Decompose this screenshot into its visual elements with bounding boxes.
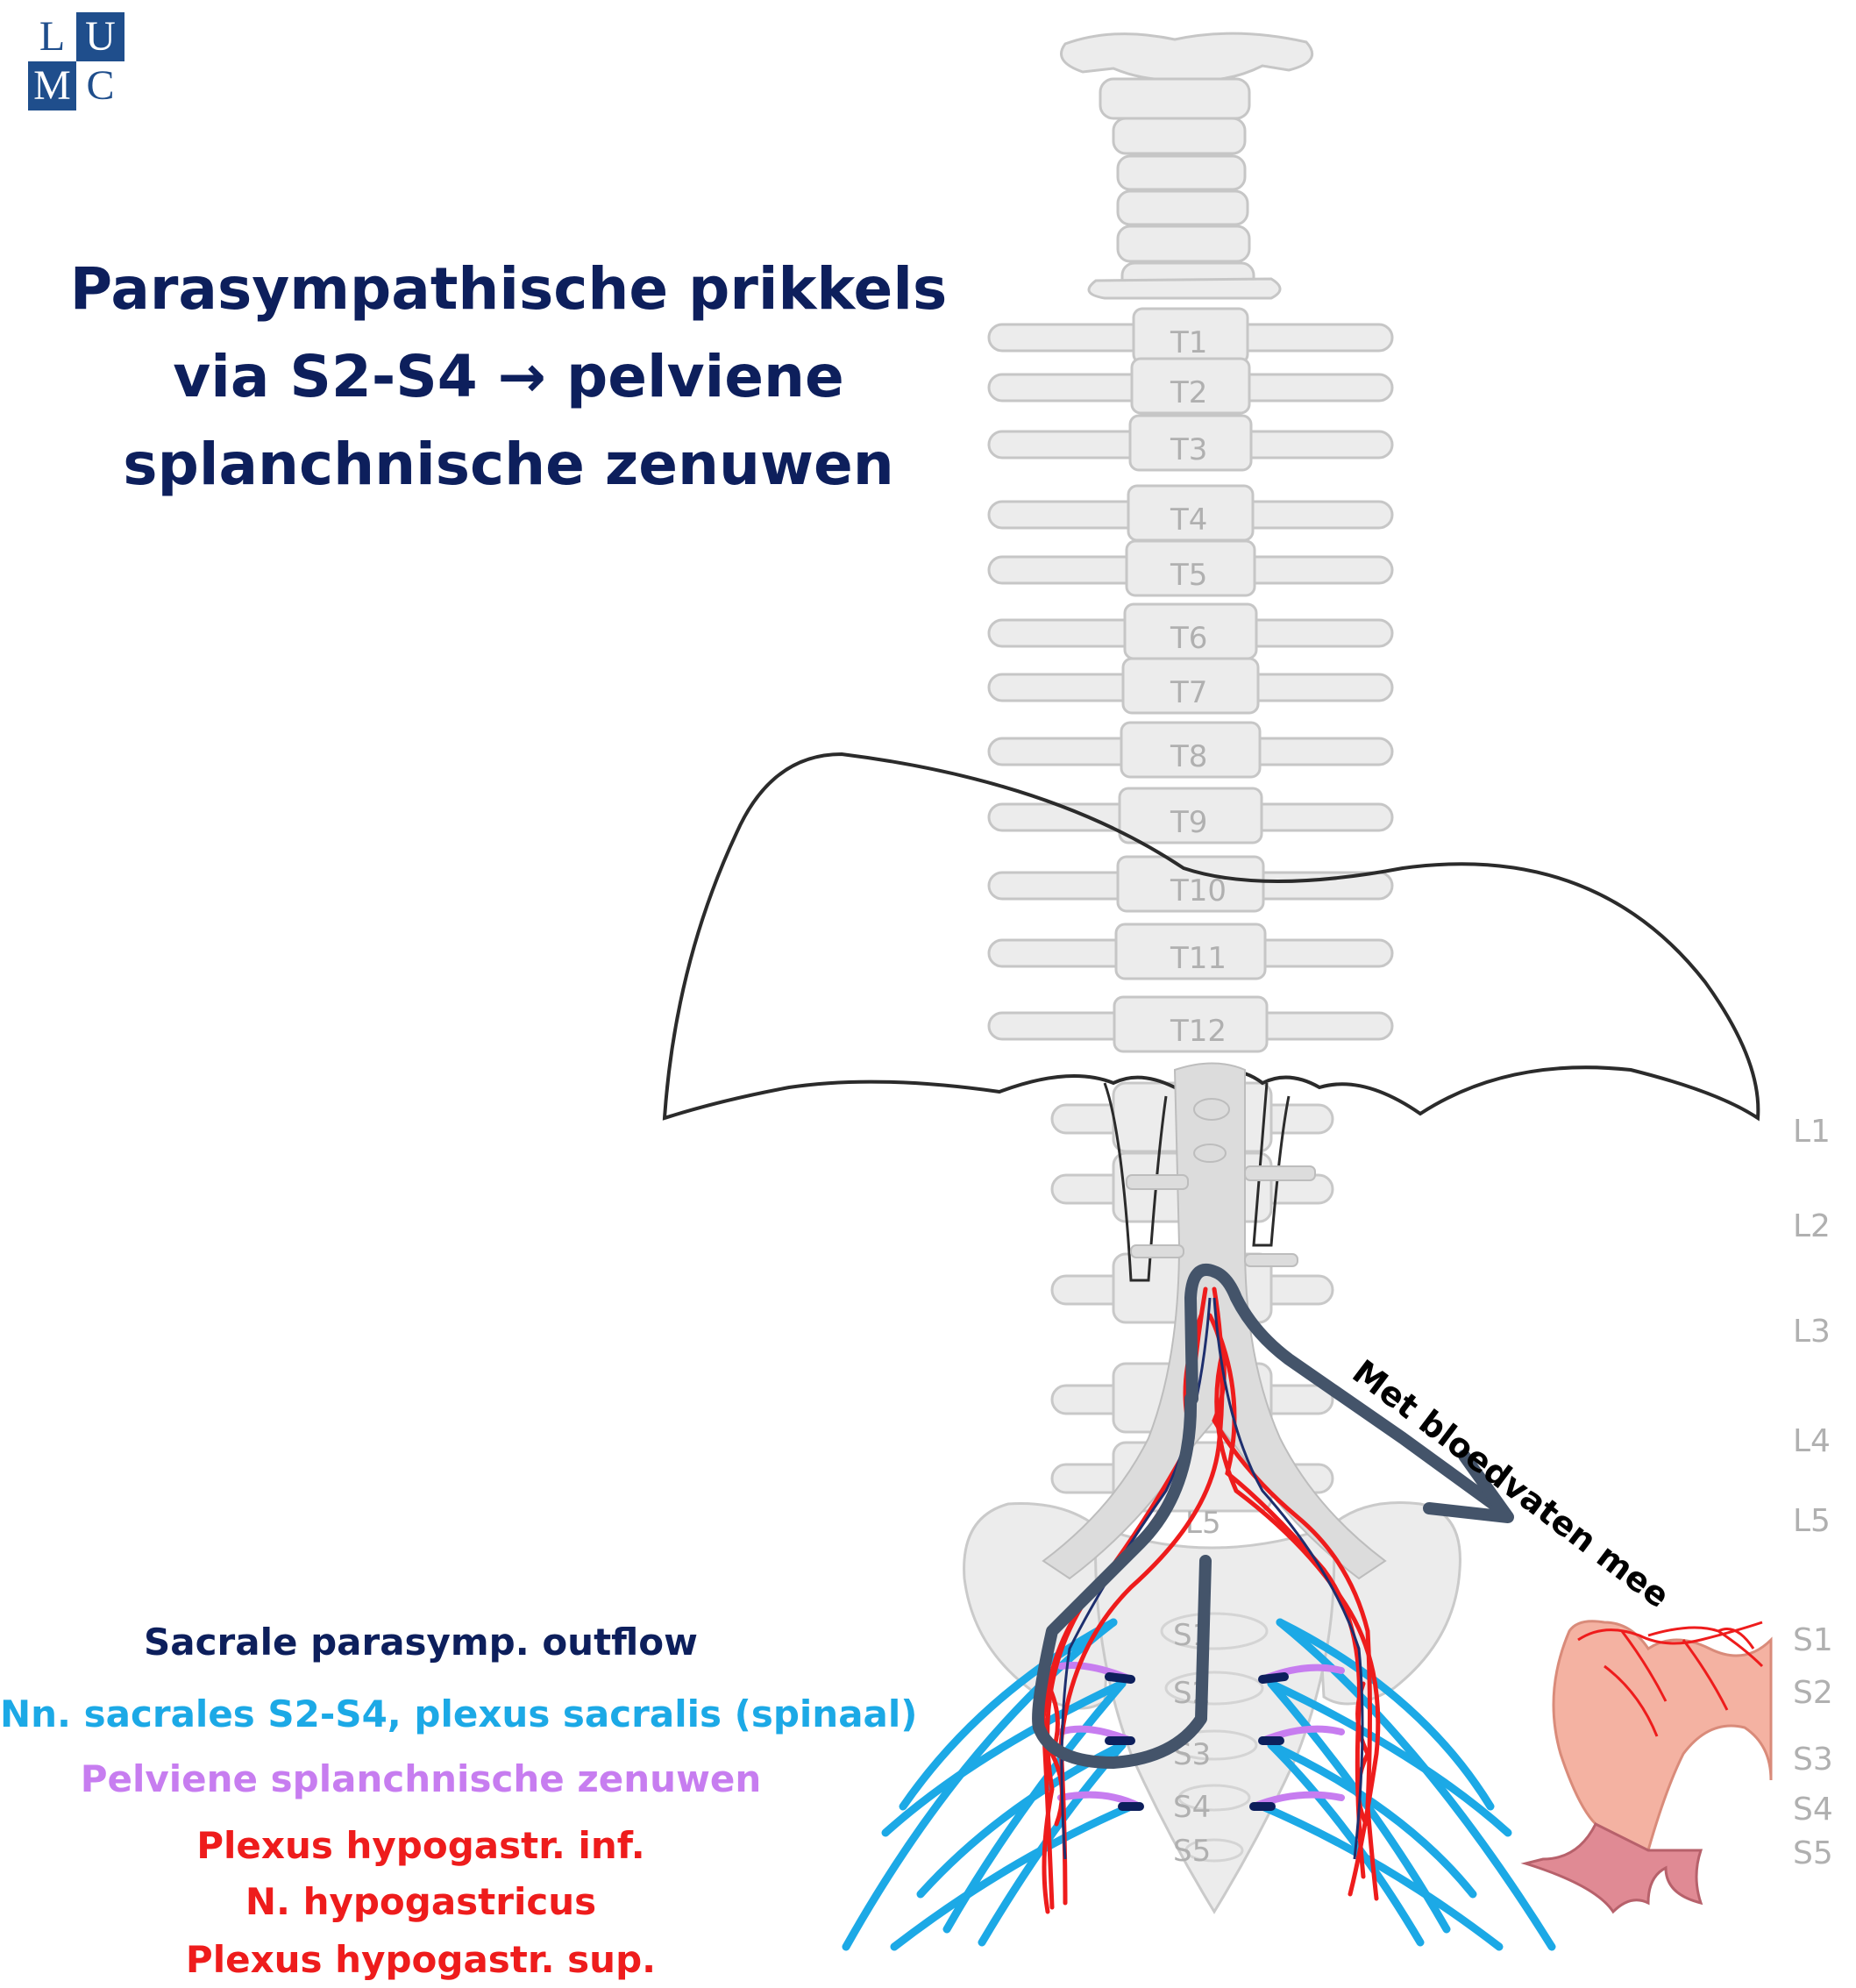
colon-illustration [1525, 1621, 1771, 1912]
side-label-s4: S4 [1793, 1792, 1833, 1828]
side-label-s3: S3 [1793, 1742, 1833, 1778]
bone-label-s5: S5 [1173, 1834, 1211, 1869]
label-t4: T4 [1170, 502, 1207, 538]
label-t5: T5 [1170, 558, 1207, 593]
label-t12: T12 [1170, 1014, 1227, 1049]
label-t2: T2 [1170, 375, 1207, 410]
legend-sacral-outflow: Sacrale parasymp. outflow [0, 1621, 842, 1664]
side-label-l5: L5 [1793, 1503, 1831, 1539]
cervical-vertebrae [1062, 33, 1312, 298]
side-label-l1: L1 [1793, 1114, 1831, 1150]
side-label-s1: S1 [1793, 1622, 1833, 1658]
bone-label-s4: S4 [1173, 1790, 1211, 1825]
label-t6: T6 [1170, 621, 1207, 656]
legend-sacral-nerves: Nn. sacrales S2-S4, plexus sacralis (spi… [0, 1692, 842, 1735]
label-t11: T11 [1170, 941, 1227, 976]
side-label-l3: L3 [1793, 1314, 1831, 1350]
side-label-s2: S2 [1793, 1675, 1833, 1711]
legend-pelvic-splanchnic: Pelviene splanchnische zenuwen [0, 1757, 842, 1800]
side-label-l4: L4 [1793, 1423, 1831, 1459]
label-t8: T8 [1170, 739, 1207, 774]
side-label-s5: S5 [1793, 1835, 1833, 1871]
label-t1: T1 [1170, 325, 1207, 360]
label-t7: T7 [1170, 675, 1207, 710]
label-t10: T10 [1170, 873, 1227, 908]
side-label-l2: L2 [1793, 1208, 1831, 1244]
label-t3: T3 [1170, 432, 1207, 467]
label-t9: T9 [1170, 805, 1207, 840]
legend-n-hypogastricus: N. hypogastricus [0, 1880, 842, 1923]
legend-plexus-hypogastr-inf: Plexus hypogastr. inf. [0, 1824, 842, 1867]
legend-plexus-hypogastr-sup: Plexus hypogastr. sup. [0, 1938, 842, 1981]
